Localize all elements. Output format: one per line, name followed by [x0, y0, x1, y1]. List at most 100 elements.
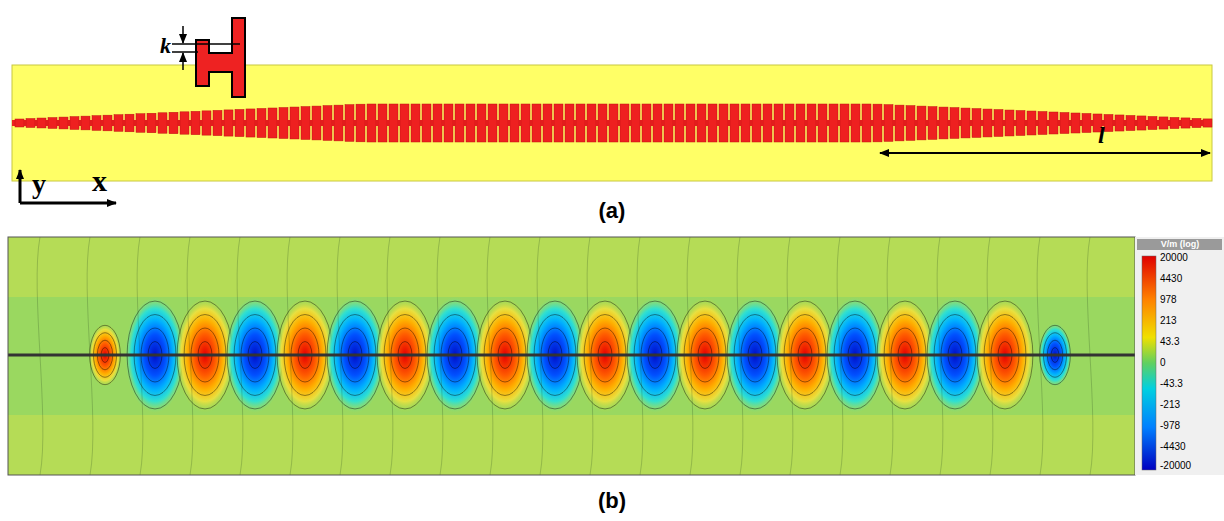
- unit-cell: [796, 104, 805, 142]
- unit-cell: [1027, 111, 1036, 135]
- colorbar-tick: 4430: [1160, 274, 1182, 284]
- unit-cell: [708, 104, 717, 142]
- unit-cell: [224, 110, 233, 136]
- unit-cell: [235, 109, 244, 136]
- unit-cell: [851, 104, 860, 142]
- dimension-label: k: [160, 35, 171, 57]
- unit-cell: [1203, 119, 1212, 127]
- colorbar-tick: 978: [1160, 295, 1177, 305]
- unit-cell: [763, 104, 772, 142]
- unit-cell: [961, 108, 970, 138]
- unit-cell: [653, 104, 662, 142]
- unit-cell: [345, 105, 354, 142]
- unit-cell: [246, 109, 255, 137]
- unit-cell: [994, 110, 1003, 137]
- dimension-label: l: [1098, 123, 1105, 147]
- unit-cell: [906, 106, 915, 141]
- unit-cell: [1038, 112, 1047, 135]
- unit-cell: [367, 104, 376, 142]
- unit-cell: [972, 109, 981, 138]
- axis-label: y: [32, 170, 46, 198]
- unit-cell: [136, 114, 145, 133]
- unit-cell: [147, 113, 156, 132]
- unit-cell: [1148, 116, 1157, 129]
- unit-cell: [169, 112, 178, 133]
- unit-cell: [378, 104, 387, 142]
- unit-cell: [1016, 111, 1025, 136]
- unit-cell: [1126, 115, 1135, 130]
- colorbar-tick: -4430: [1160, 442, 1186, 452]
- unit-cell: [125, 114, 134, 132]
- unit-cell: [686, 104, 695, 142]
- unit-cell: [587, 104, 596, 142]
- unit-cell: [697, 104, 706, 142]
- unit-cell: [356, 104, 365, 142]
- unit-cell: [598, 104, 607, 142]
- unit-cell: [37, 118, 46, 128]
- unit-cell: [312, 106, 321, 140]
- unit-cell: [400, 104, 409, 142]
- unit-cell: [862, 104, 871, 142]
- unit-cell: [499, 104, 508, 142]
- unit-cell: [1082, 113, 1091, 132]
- panel-label: (a): [599, 200, 626, 222]
- unit-cell: [950, 108, 959, 139]
- axis-label: x: [92, 166, 107, 196]
- unit-cell: [1104, 114, 1113, 131]
- unit-cell: [884, 105, 893, 142]
- unit-cell: [180, 112, 189, 134]
- unit-cell: [1192, 118, 1201, 127]
- unit-cell: [488, 104, 497, 142]
- unit-cell: [521, 104, 530, 142]
- unit-cell: [1170, 117, 1179, 128]
- unit-cell: [301, 107, 310, 140]
- colorbar-tick: 43.3: [1160, 337, 1179, 347]
- unit-cell: [202, 111, 211, 135]
- unit-cell: [818, 104, 827, 142]
- colorbar-tick: 20000: [1160, 253, 1188, 263]
- unit-cell: [444, 104, 453, 142]
- unit-cell: [26, 119, 35, 128]
- unit-cell: [191, 111, 200, 134]
- unit-cell: [1137, 116, 1146, 130]
- unit-cell: [774, 104, 783, 142]
- unit-cell: [565, 104, 574, 142]
- unit-cell: [422, 104, 431, 142]
- unit-cell: [785, 104, 794, 142]
- panel-label: (b): [598, 490, 626, 512]
- unit-cell: [576, 104, 585, 142]
- unit-cell: [279, 108, 288, 139]
- unit-cell: [543, 104, 552, 142]
- unit-cell: [554, 104, 563, 142]
- colorbar-tick: -43.3: [1160, 379, 1183, 389]
- unit-cell: [1060, 113, 1069, 134]
- unit-cell: [752, 104, 761, 142]
- unit-cell: [411, 104, 420, 142]
- unit-cell: [510, 104, 519, 142]
- unit-cell: [389, 104, 398, 142]
- unit-cell: [1181, 118, 1190, 128]
- unit-cell: [983, 109, 992, 137]
- unit-cell: [928, 107, 937, 140]
- unit-cell: [719, 104, 728, 142]
- unit-cell: [59, 117, 68, 129]
- unit-cell: [213, 110, 222, 135]
- unit-cell: [609, 104, 618, 142]
- unit-cell: [334, 105, 343, 141]
- unit-cell: [433, 104, 442, 142]
- colorbar-unit: V/m (log): [1161, 240, 1200, 249]
- unit-cell: [1049, 112, 1058, 134]
- unit-cell: [70, 117, 79, 130]
- unit-cell: [158, 113, 167, 133]
- unit-cell: [532, 104, 541, 142]
- unit-cell: [642, 104, 651, 142]
- unit-cell: [1115, 115, 1124, 131]
- unit-cell: [290, 107, 299, 139]
- unit-cell: [81, 116, 90, 130]
- colorbar-tick: -213: [1160, 400, 1180, 410]
- colorbar-tick: -978: [1160, 421, 1180, 431]
- unit-cell: [466, 104, 475, 142]
- unit-cell: [675, 104, 684, 142]
